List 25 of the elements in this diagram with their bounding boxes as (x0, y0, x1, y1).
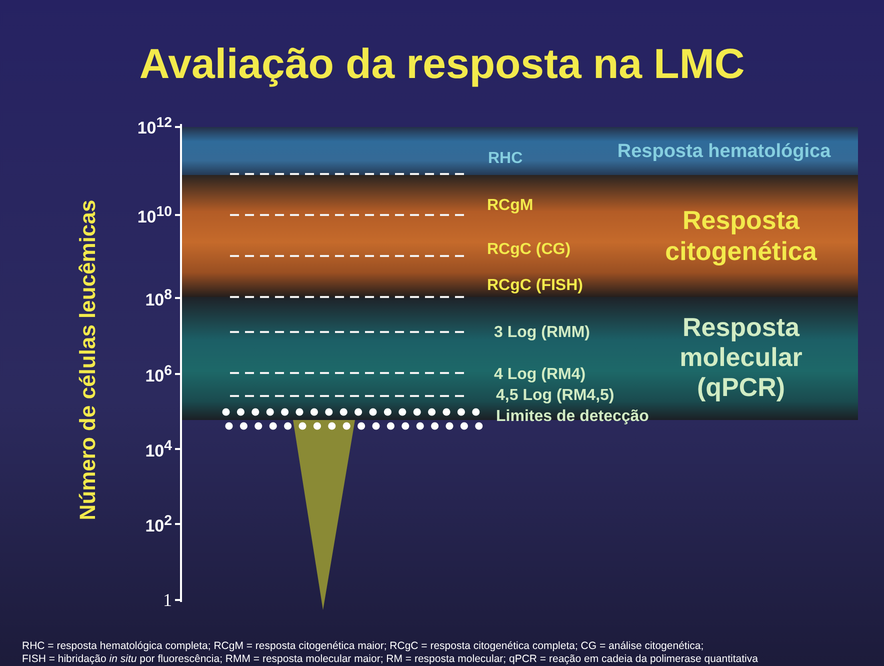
tick-label: 10$^{8}$ (145, 287, 172, 311)
response-band (181, 127, 858, 175)
level-label: 3 Log (RMM) (494, 324, 590, 342)
level-label: RCgM (487, 197, 534, 215)
level-label: Limites de detecção (496, 408, 649, 426)
response-band (181, 175, 858, 297)
level-label: RCgC (FISH) (487, 277, 583, 295)
tick-label: 10$^{10}$ (137, 204, 172, 228)
tick-label: 10$^{12}$ (137, 115, 172, 139)
slide-title: Avaliação da resposta na LMC (138, 40, 746, 88)
footnote: FISH = hibridação in situ por fluorescência; RMM = resposta molecular maior; RM = resposta molecular; qPCR = reação em cadeia da polimerase quantitativa (22, 653, 758, 665)
level-label: RHC (488, 150, 523, 168)
tick-label: 10$^{2}$ (145, 513, 172, 537)
axis-title: Número de células leucêmicas (75, 200, 101, 520)
footnote: RHC = resposta hematológica completa; RCgM = resposta citogenética maior; RCgC = resposta citogenética completa; CG = análise citogenética; (22, 640, 704, 652)
band-label: Resposta citogenética (664, 205, 818, 267)
level-label: RCgC (CG) (487, 241, 571, 259)
band-label: Resposta hematológica (616, 141, 832, 163)
tick-label: 10$^{4}$ (145, 438, 172, 462)
triangle-shape (293, 420, 355, 610)
tick-label: 10$^{6}$ (145, 363, 172, 387)
level-label: 4,5 Log (RM4,5) (496, 387, 614, 405)
level-label: 4 Log (RM4) (494, 366, 586, 384)
tick-label: 1 (163, 590, 172, 611)
band-label: Resposta molecular (qPCR) (678, 312, 804, 402)
